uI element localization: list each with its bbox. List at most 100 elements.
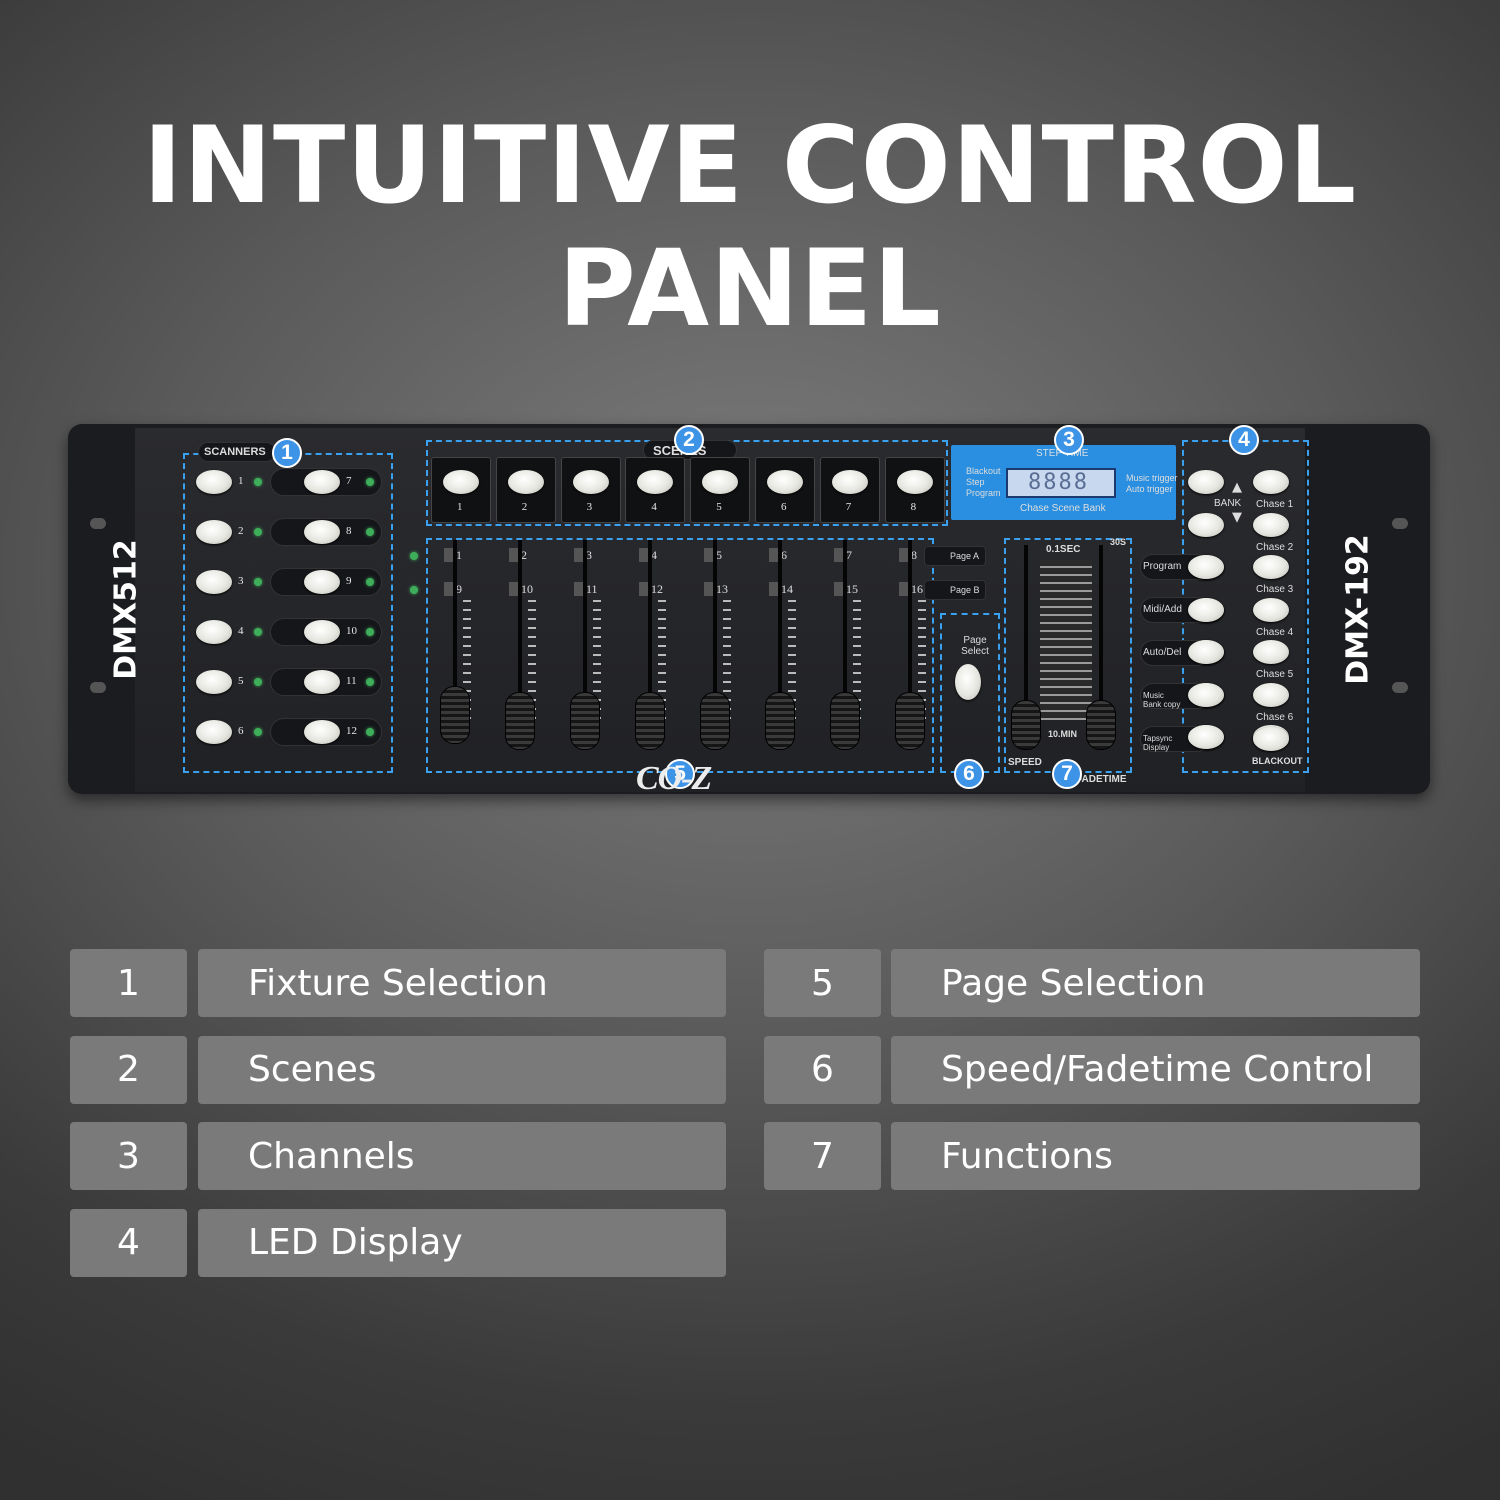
channel-led-indicator [834, 548, 844, 562]
fader-tick [593, 627, 601, 629]
channel-fader-knob[interactable] [765, 692, 795, 750]
scene-button[interactable] [702, 470, 739, 494]
blackout-button[interactable] [1253, 727, 1289, 751]
scanner-button[interactable] [196, 620, 232, 644]
channel-fader-knob[interactable] [895, 692, 925, 750]
fader-tick [593, 618, 601, 620]
fader-tick [593, 672, 601, 674]
channel-number: 7 [846, 548, 852, 562]
scanner-button[interactable] [196, 670, 232, 694]
scanner-button[interactable] [196, 570, 232, 594]
scanner-button[interactable] [196, 470, 232, 494]
fader-tick [918, 690, 926, 692]
scene-number: 2 [521, 501, 528, 513]
scanner-button[interactable] [304, 470, 340, 494]
scanner-button[interactable] [304, 720, 340, 744]
function-button[interactable] [1188, 555, 1224, 579]
function-button[interactable] [1188, 597, 1224, 622]
channel-led-indicator [899, 582, 909, 596]
speed-fader-knob[interactable] [1011, 700, 1041, 750]
scene-button[interactable] [896, 470, 933, 494]
music-trigger-label: Music trigger [1126, 473, 1178, 483]
page-select-label: Page Select [961, 635, 989, 657]
channel-led-indicator [444, 582, 454, 596]
legend-label: Speed/Fadetime Control [891, 1035, 1420, 1104]
scanner-button[interactable] [304, 570, 340, 594]
scene-number: 6 [781, 501, 787, 513]
chase-label: Chase 5 [1256, 669, 1294, 680]
chase-scene-bank-label: Chase Scene Bank [1020, 503, 1106, 514]
channel-fader-knob[interactable] [830, 692, 860, 750]
scanner-button[interactable] [304, 620, 340, 644]
scene-button[interactable] [443, 470, 479, 494]
channel-led-indicator [769, 548, 779, 562]
fader-tick [788, 627, 796, 629]
scene-button[interactable] [637, 470, 674, 494]
fader-tick [918, 681, 926, 683]
scanner-number: 12 [346, 725, 357, 737]
fader-tick [723, 645, 731, 647]
scene-number: 8 [910, 501, 917, 513]
mount-hole [90, 518, 106, 529]
fader-tick [788, 645, 796, 647]
right-model-label: DMX-192 [1340, 534, 1376, 685]
speed-label: SPEED [1008, 757, 1042, 768]
chase-button[interactable] [1253, 555, 1289, 579]
fader-track [713, 540, 717, 740]
scene-button[interactable] [507, 470, 544, 494]
fader-tick [788, 690, 796, 692]
fader-tick [463, 609, 471, 611]
scanner-button[interactable] [304, 670, 340, 694]
bank-button[interactable] [1188, 470, 1224, 494]
channel-number: 10 [521, 582, 533, 596]
fader-tick [658, 654, 666, 656]
channel-fader-knob[interactable] [700, 692, 730, 750]
function-button[interactable] [1188, 682, 1224, 707]
chase-button[interactable] [1253, 682, 1289, 707]
channel-fader-knob[interactable] [570, 692, 600, 750]
scene-number: 4 [651, 501, 657, 513]
chase-button[interactable] [1253, 597, 1289, 622]
left-model-label: DMX512 [108, 539, 144, 680]
scanner-number: 4 [238, 625, 244, 637]
scanner-led [254, 578, 262, 586]
fader-tick [593, 681, 601, 683]
badge-7: 7 [1052, 759, 1082, 789]
fader-tick [658, 645, 666, 647]
scanner-led [366, 628, 374, 636]
fader-tick [723, 654, 731, 656]
chase-button[interactable] [1253, 470, 1289, 494]
function-button[interactable] [1188, 725, 1224, 749]
function-button[interactable] [1188, 640, 1224, 664]
fader-tick [918, 627, 926, 629]
scanner-button[interactable] [196, 520, 232, 544]
legend-label: LED Display [198, 1208, 726, 1277]
channel-fader-knob[interactable] [635, 692, 665, 750]
channel-fader-knob[interactable] [505, 692, 535, 750]
step-indicator-label: Step [966, 477, 985, 487]
scene-button[interactable] [831, 470, 868, 494]
channel-number: 6 [781, 548, 787, 562]
chase-button[interactable] [1253, 640, 1289, 664]
scanner-led [254, 628, 262, 636]
fader-track [583, 540, 587, 740]
fader-tick [463, 672, 471, 674]
legend-number: 5 [764, 949, 881, 1017]
chase-button[interactable] [1253, 512, 1289, 537]
scene-button[interactable] [767, 470, 803, 494]
scanner-button[interactable] [304, 520, 340, 544]
bank-button[interactable] [1188, 512, 1224, 537]
legend-number: 4 [70, 1208, 187, 1277]
scanner-led [254, 678, 262, 686]
function-label: Auto/Del [1143, 647, 1182, 658]
channel-fader-knob[interactable] [440, 686, 470, 744]
legend-label: Channels [198, 1122, 726, 1190]
fader-tick [528, 663, 536, 665]
fader-tick [853, 618, 861, 620]
page-select-button[interactable] [955, 664, 981, 700]
scanner-led [254, 728, 262, 736]
fadetime-fader-knob[interactable] [1086, 700, 1116, 750]
scene-button[interactable] [572, 470, 609, 494]
fader-tick [723, 690, 731, 692]
scanner-button[interactable] [196, 720, 232, 744]
